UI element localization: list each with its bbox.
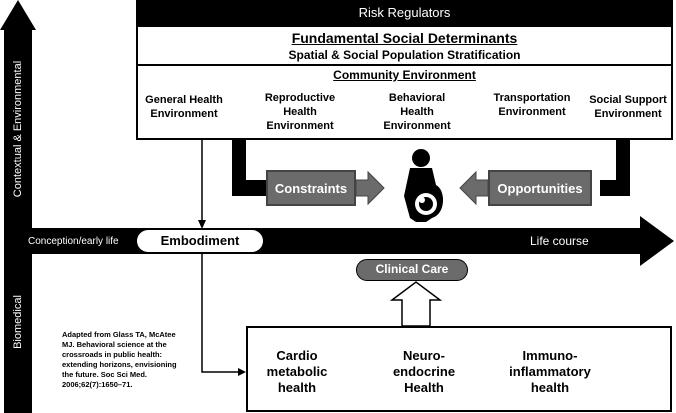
health-outcomes-box — [246, 326, 672, 412]
axis-label-biomedical: Biomedical — [12, 295, 24, 349]
env-social-support: Social Support Environment — [589, 94, 667, 120]
constraints-arrow — [355, 170, 385, 206]
vertical-axis-arrow — [0, 0, 36, 413]
env-general: General Health Environment — [145, 94, 223, 120]
axis-label-conception: Conception/early life — [28, 236, 119, 247]
opportunities-box: Opportunities — [488, 170, 592, 206]
fundamental-title: Fundamental Social Determinants — [291, 30, 518, 46]
constraints-conduit — [232, 138, 268, 196]
opportunities-conduit — [600, 138, 630, 196]
risk-regulators-title: Risk Regulators — [358, 5, 451, 20]
divider — [138, 64, 671, 66]
opportunities-arrow — [459, 170, 489, 206]
risk-regulators-box — [136, 25, 673, 140]
outcome-neuro: Neuro- endocrine Health — [392, 348, 456, 395]
pregnant-woman-icon — [404, 149, 444, 222]
env-transportation: Transportation Environment — [493, 92, 571, 118]
community-title: Community Environment — [333, 68, 476, 82]
clinical-care-arrow — [389, 281, 443, 327]
env-behavioral: Behavioral Health Environment — [383, 92, 451, 132]
spatial-subtitle: Spatial & Social Population Stratificati… — [288, 48, 521, 62]
constraints-box: Constraints — [266, 170, 356, 206]
env-reproductive: Reproductive Health Environment — [264, 92, 336, 132]
clinical-care-oval: Clinical Care — [356, 259, 468, 281]
outcome-cardio: Cardio metabolic health — [266, 348, 328, 395]
risk-regulators-header: Risk Regulators — [136, 0, 673, 26]
horizontal-axis-arrow — [4, 216, 674, 266]
embodiment-oval: Embodiment — [137, 230, 263, 252]
axis-label-life-course: Life course — [530, 234, 589, 248]
axis-label-contextual: Contextual & Environmental — [12, 60, 24, 198]
citation-text: Adapted from Glass TA, McAtee MJ. Behavi… — [62, 330, 177, 389]
outcome-immuno: Immuno- inflammatory health — [509, 348, 591, 395]
